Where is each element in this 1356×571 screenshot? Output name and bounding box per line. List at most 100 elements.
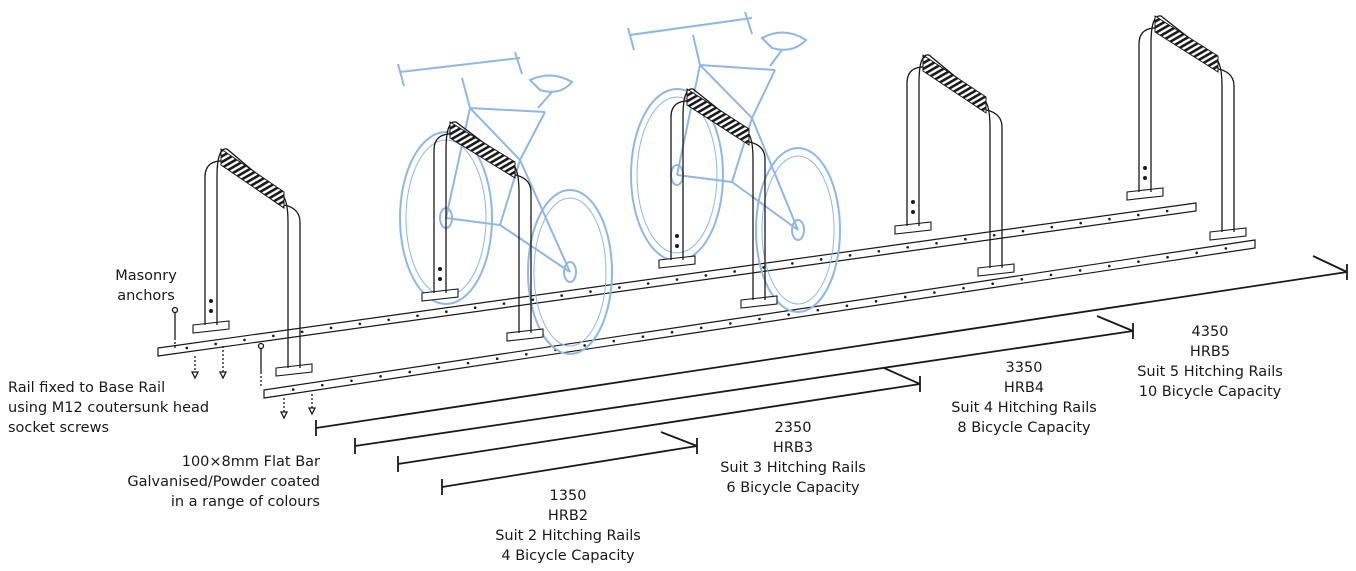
hitching-rail-1 (192, 148, 313, 377)
hitching-rail-2 (421, 121, 544, 342)
rail-hole (525, 352, 528, 356)
rail-hole (1079, 221, 1082, 225)
dimension-length: 4350 (1191, 324, 1229, 340)
rail-count: Suit 5 Hitching Rails (1137, 364, 1283, 380)
hitching-rails (192, 15, 1247, 377)
model-code: HRB3 (772, 440, 814, 456)
base-plate (192, 320, 230, 334)
rail-hole (992, 233, 996, 237)
rail-hole (387, 318, 390, 322)
rail-hole (791, 262, 794, 265)
rail-hole (408, 370, 412, 374)
dimension-length: 2350 (774, 420, 812, 436)
base-plate (894, 221, 932, 235)
rail-hole (787, 313, 790, 316)
rail-hole (816, 308, 820, 312)
base-plate (421, 288, 459, 302)
rail-hole (495, 357, 499, 361)
rubber-grip (1154, 15, 1219, 73)
base-plate (977, 263, 1015, 277)
rail-hole (1195, 251, 1199, 255)
rail-hole (437, 366, 441, 369)
rail-hole (560, 294, 563, 297)
base-plate (506, 328, 544, 342)
rubber-grip (449, 121, 516, 179)
rail-hole (1050, 225, 1054, 229)
rail-hole (1137, 213, 1140, 217)
rail-hole (291, 388, 295, 391)
rail-hole (1166, 255, 1169, 259)
rail-hole (589, 290, 592, 293)
rail-hole (675, 278, 679, 281)
rail-hole (704, 274, 708, 277)
bicycle-left (397, 51, 613, 355)
rail-hole (641, 335, 645, 338)
hitching-rail-3 (658, 88, 778, 309)
rail-holes (185, 209, 1228, 391)
rail-hole (874, 300, 878, 303)
rail-hole (646, 282, 650, 285)
rail-hole (329, 326, 333, 330)
base-plate (740, 295, 778, 309)
rail-hole (320, 383, 324, 387)
rail-hole (964, 237, 967, 241)
rail-hole (583, 344, 586, 347)
rail-hole (612, 339, 616, 343)
rail-hole (903, 295, 907, 299)
rail-hole (243, 338, 246, 342)
base-plate (275, 363, 313, 377)
base-plate (1209, 227, 1247, 241)
dimension-label-hrb5: 4350 HRB5 Suit 5 Hitching Rails 10 Bicyc… (1130, 322, 1290, 402)
rail-hole (733, 270, 736, 273)
rubber-grip (686, 88, 750, 146)
dimension-length: 1350 (549, 488, 587, 504)
rail-hole (1107, 264, 1111, 268)
flat-bar-label: 100×8mm Flat Bar Galvanised/Powder coate… (127, 454, 320, 510)
bicycle-capacity: 8 Bicycle Capacity (957, 420, 1091, 436)
rail-fixing-label: Rail fixed to Base Rail using M12 couter… (8, 380, 210, 436)
rail-hole (1021, 229, 1025, 233)
rail-hole (1224, 247, 1228, 250)
model-code: HRB2 (547, 508, 589, 524)
rubber-grip (220, 148, 285, 209)
rail-hole (214, 342, 217, 346)
rail-hole (877, 250, 881, 253)
rail-count: Suit 2 Hitching Rails (495, 528, 641, 544)
masonry-anchors (171, 306, 317, 420)
rail-hole (729, 322, 732, 325)
model-code: HRB5 (1189, 344, 1231, 360)
dimension-label-hrb2: 1350 HRB2 Suit 2 Hitching Rails 4 Bicycl… (488, 486, 648, 566)
rail-hole (445, 310, 448, 314)
rail-hole (762, 266, 765, 269)
bicycle-capacity: 10 Bicycle Capacity (1138, 384, 1282, 400)
rail-hole (350, 379, 353, 383)
rail-hole (845, 304, 849, 308)
rail-hole (699, 326, 703, 330)
rail-hole (848, 254, 852, 257)
rail-hole (1137, 260, 1140, 263)
hitching-rail-5 (1126, 15, 1247, 241)
rail-hole (933, 291, 936, 294)
rail-count: Suit 4 Hitching Rails (951, 400, 1097, 416)
rail-hole (670, 330, 674, 334)
model-code: HRB4 (1003, 380, 1045, 396)
rail-hole (502, 302, 506, 305)
rail-hole (300, 330, 304, 334)
rail-count: Suit 3 Hitching Rails (720, 460, 866, 476)
rail-hole (272, 334, 275, 338)
bicycle-capacity: 4 Bicycle Capacity (501, 548, 635, 564)
hitching-rail-4 (894, 54, 1015, 277)
rail-hole (618, 286, 621, 289)
rail-hole (935, 241, 938, 245)
rail-hole (1049, 273, 1053, 277)
rail-hole (185, 346, 189, 350)
rail-hole (358, 322, 362, 326)
rail-hole (1020, 277, 1024, 281)
base-plate (1126, 187, 1164, 201)
rail-hole (416, 314, 419, 318)
rail-hole (473, 306, 477, 309)
rail-hole (531, 298, 535, 301)
rail-hole (819, 258, 823, 261)
bicycle-capacity: 6 Bicycle Capacity (726, 480, 860, 496)
